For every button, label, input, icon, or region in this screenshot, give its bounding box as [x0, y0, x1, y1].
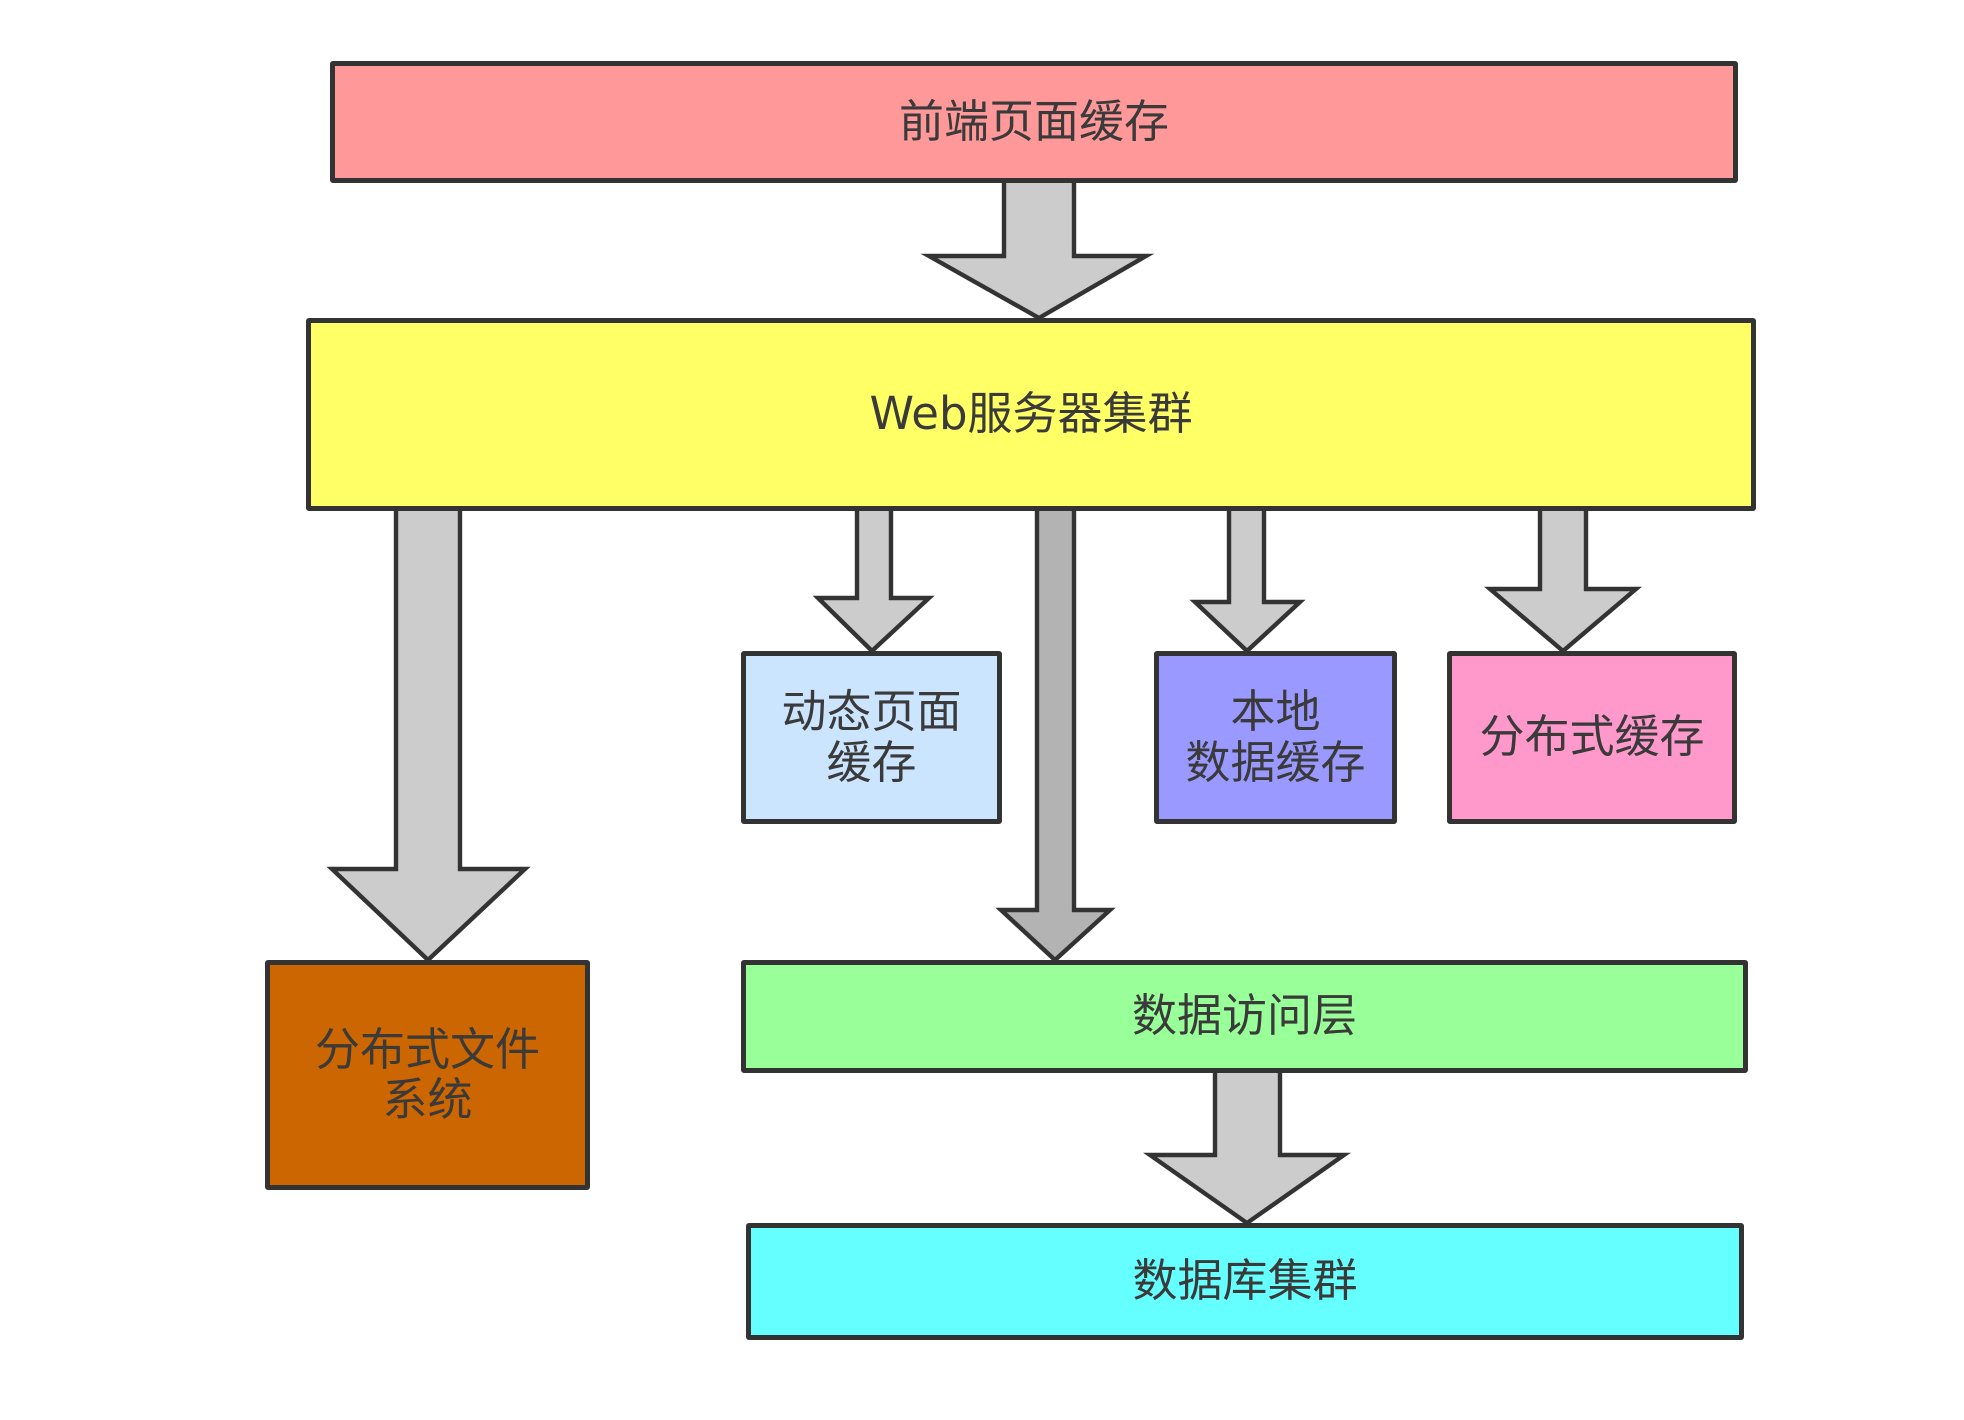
database-cluster-box: 数据库集群: [746, 1223, 1744, 1340]
data-access-layer-label: 数据访问层: [1131, 989, 1357, 1043]
distributed-cache-box: 分布式缓存: [1447, 651, 1737, 824]
local-data-cache-box: 本地 数据缓存: [1154, 651, 1397, 824]
arrow-web-to-dynamic-page-cache: [812, 503, 935, 655]
arrow-web-to-local-data-cache: [1189, 503, 1306, 655]
distributed-file-system-box: 分布式文件 系统: [265, 960, 590, 1190]
web-server-cluster-label: Web服务器集群: [869, 387, 1193, 441]
frontend-page-cache-label: 前端页面缓存: [898, 94, 1169, 148]
arrow-frontend-to-web: [920, 175, 1155, 321]
dynamic-page-cache-label: 动态页面 缓存: [781, 685, 962, 789]
local-data-cache-label: 本地 数据缓存: [1185, 685, 1366, 789]
arrow-web-to-data-access-layer: [995, 503, 1116, 963]
dynamic-page-cache-box: 动态页面 缓存: [741, 651, 1002, 824]
distributed-cache-label: 分布式缓存: [1479, 710, 1705, 764]
arrow-data-access-to-db-cluster: [1143, 1065, 1351, 1226]
frontend-page-cache-box: 前端页面缓存: [330, 61, 1738, 183]
distributed-file-system-label: 分布式文件 系统: [314, 1022, 540, 1126]
data-access-layer-box: 数据访问层: [741, 960, 1748, 1073]
arrow-web-to-distributed-cache: [1484, 503, 1642, 654]
database-cluster-label: 数据库集群: [1132, 1254, 1358, 1308]
arrow-web-to-distributed-fs: [326, 503, 531, 964]
web-server-cluster-box: Web服务器集群: [306, 318, 1756, 511]
